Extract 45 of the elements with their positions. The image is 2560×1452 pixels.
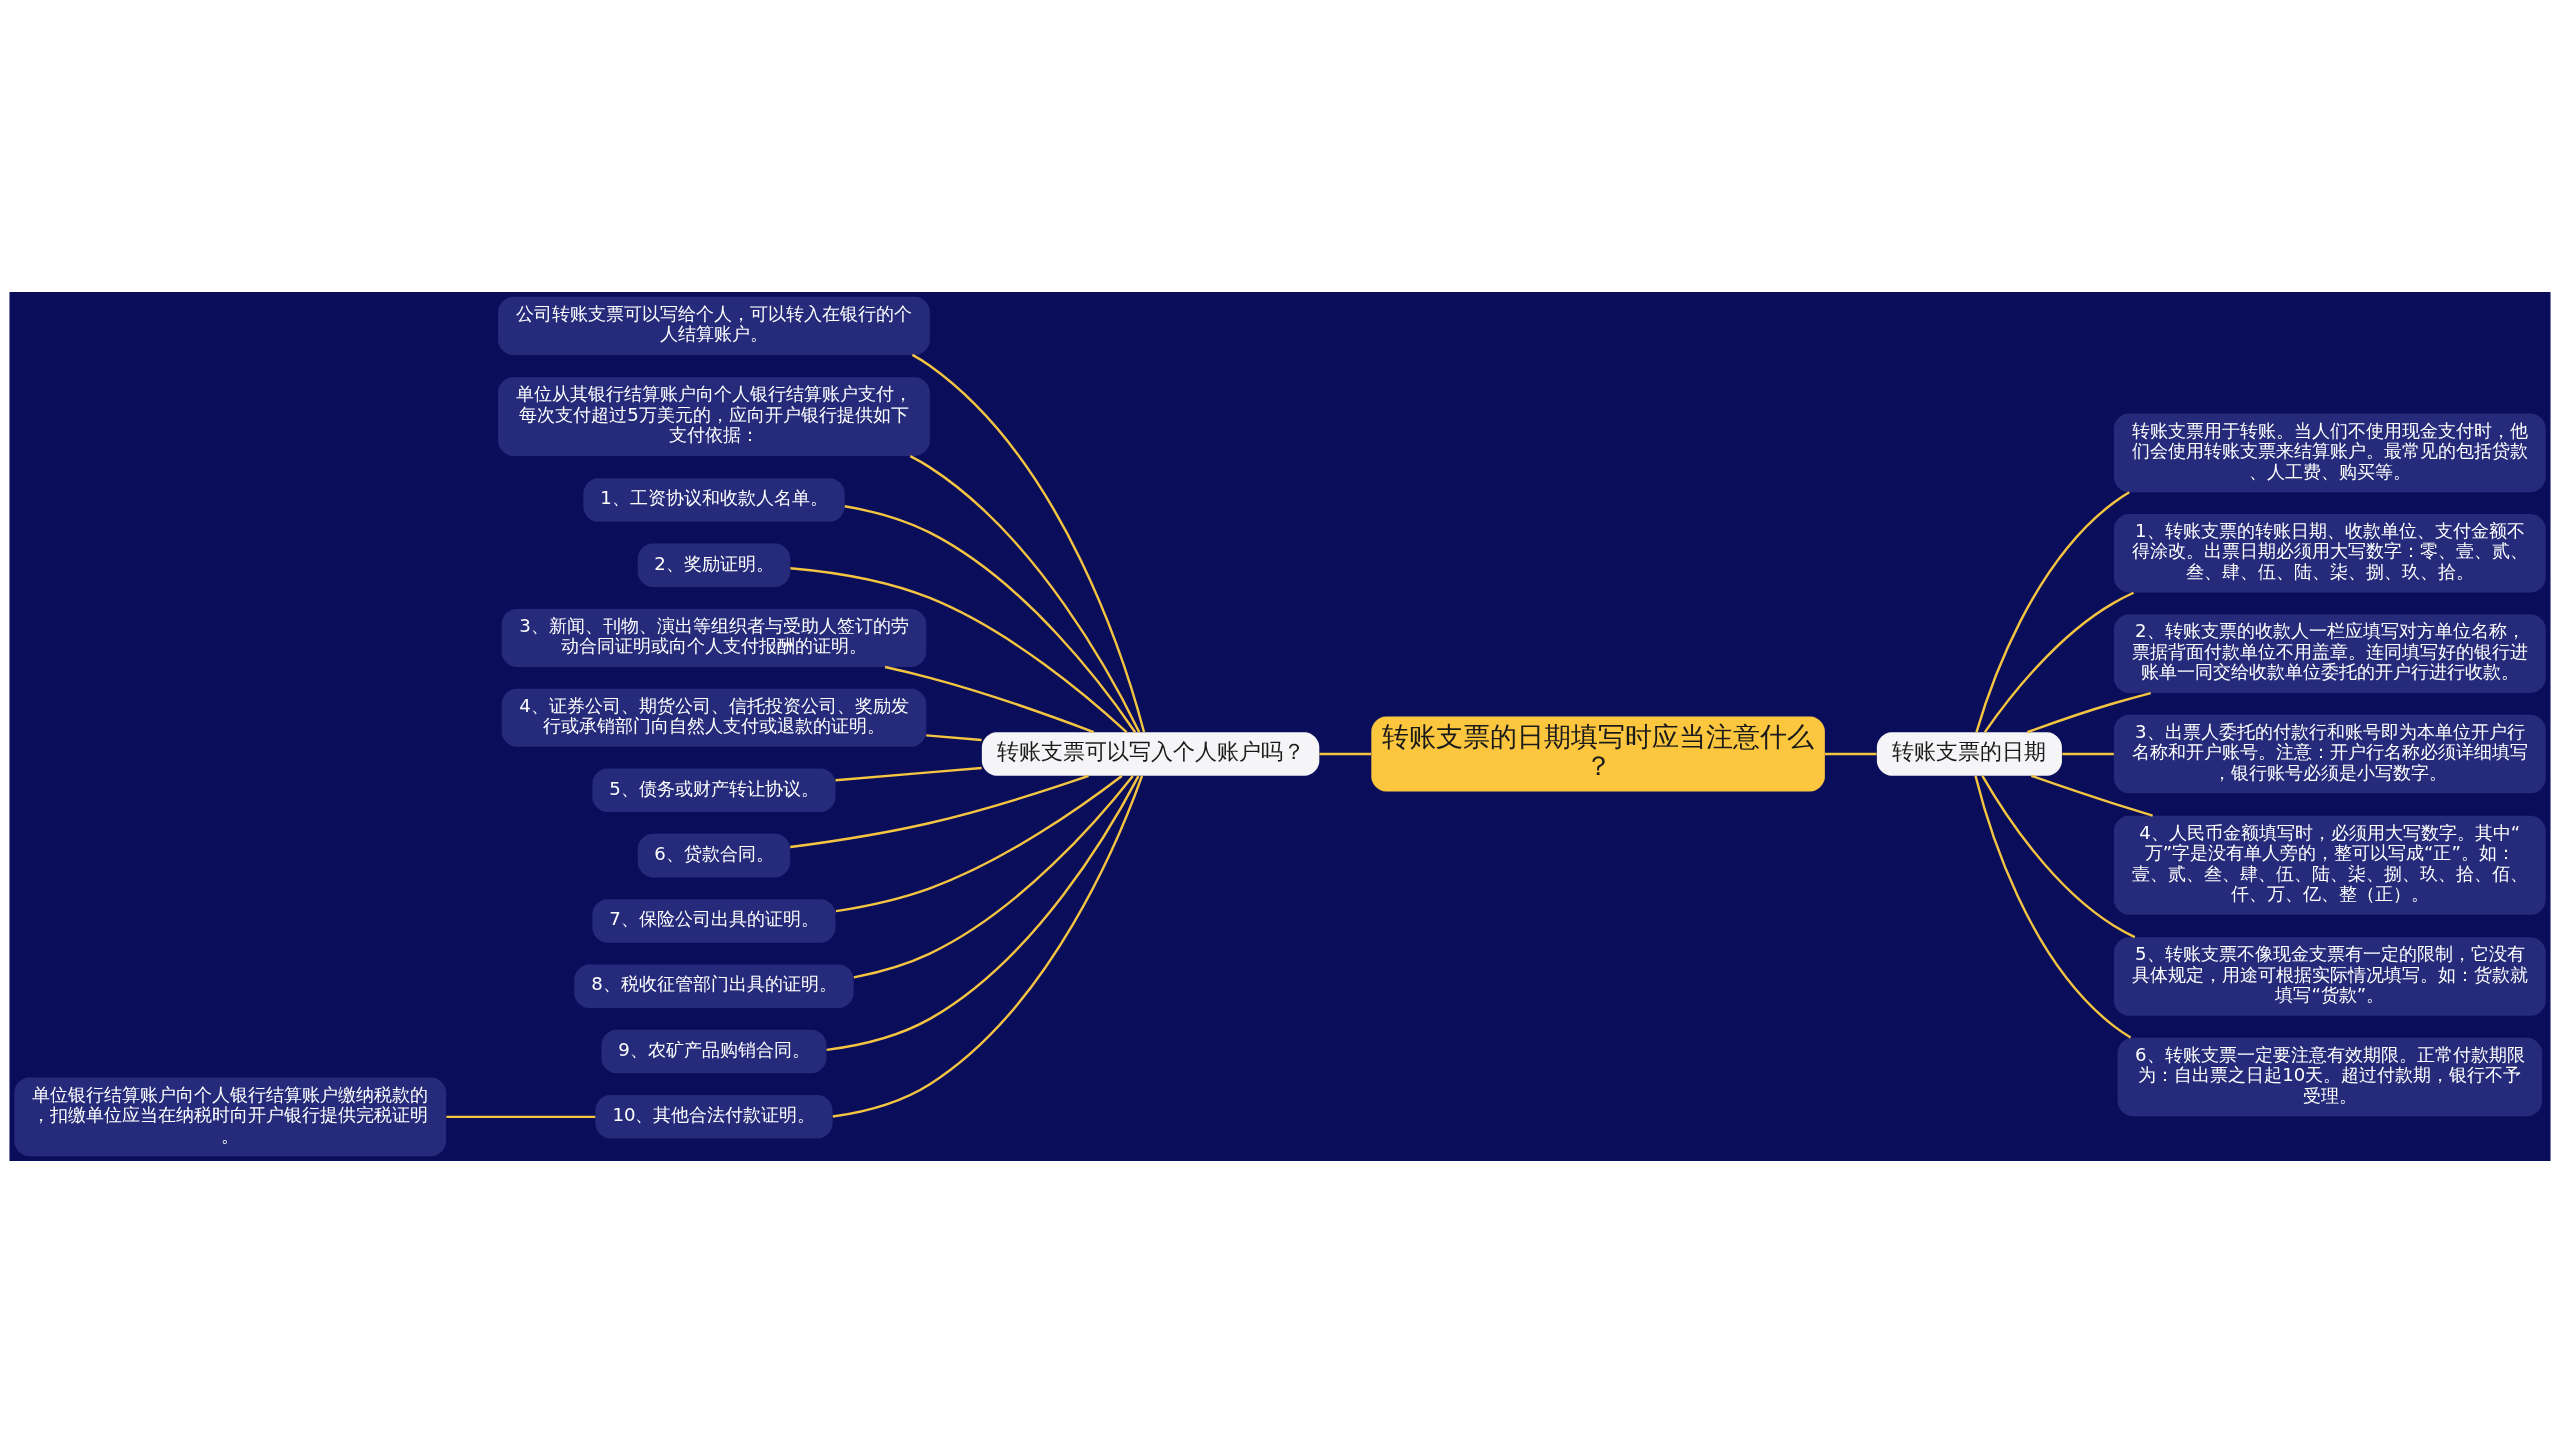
- connector: [1981, 774, 2136, 938]
- connector: [446, 1115, 596, 1118]
- connector: [853, 774, 1134, 978]
- connector: [2062, 752, 2114, 755]
- node-box: 3、新闻、刊物、演出等组织者与受助人签订的劳动合同证明或向个人支付报酬的证明。: [501, 608, 927, 667]
- connector: [790, 774, 1089, 848]
- node-box: 1、工资协议和收款人名单。: [583, 477, 845, 522]
- connector: [909, 454, 1141, 732]
- node-box: 转账支票的日期: [1876, 731, 2062, 776]
- node-box: 8、税收征管部门出具的证明。: [574, 963, 854, 1008]
- node-box: 转账支票用于转账。当人们不使用现金支付时，他们会使用转账支票来结算账户。最常见的包括贷款、人工费、购买等。: [2113, 413, 2546, 492]
- connector: [2026, 691, 2152, 733]
- node-box: 单位银行结算账户向个人银行结算账户缴纳税款的，扣缴单位应当在纳税时向开户银行提供完税证明。: [14, 1077, 447, 1156]
- connector: [835, 766, 982, 781]
- connector: [844, 504, 1137, 733]
- node-box: 10、其他合法付款证明。: [595, 1094, 833, 1139]
- connector: [826, 775, 1140, 1051]
- node-box: 7、保险公司出具的证明。: [592, 898, 836, 943]
- node-box: 9、农矿产品购销合同。: [601, 1029, 827, 1073]
- node-box: 4、人民币金额填写时，必须用大写数字。其中“万”字是没有单人旁的，整可以写成“正”。如：壹、贰、叁、肆、伍、陆、柒、捌、玖、拾、佰、仟、万、亿、整（正）。: [2113, 815, 2546, 915]
- node-box: 6、转账支票一定要注意有效期限。正常付款期限为：自出票之日起10天。超过付款期，银行不予受理。: [2117, 1037, 2543, 1116]
- node-box: 公司转账支票可以写给个人，可以转入在银行的个人结算账户。: [498, 296, 930, 355]
- connector: [832, 775, 1144, 1118]
- node-box: 2、转账支票的收款人一栏应填写对方单位名称，票据背面付款单位不用盖章。连同填写好的银行进账单一同交给收款单位委托的开户行进行收款。: [2113, 613, 2546, 693]
- connector: [1319, 752, 1371, 755]
- node-box: 5、转账支票不像现金支票有一定的限制，它没有具体规定，用途可根据实际情况填写。如：货款就填写“货款”。: [2113, 936, 2546, 1016]
- connector: [790, 566, 1128, 733]
- connector: [1975, 490, 2130, 732]
- connector: [884, 665, 1095, 733]
- connector: [1825, 752, 1877, 755]
- node-box: 2、奖励证明。: [637, 543, 791, 587]
- node-box: 1、转账支票的转账日期、收款单位、支付金额不得涂改。出票日期必须用大写数字：零、壹、贰、叁、肆、伍、陆、柒、捌、玖、拾。: [2113, 513, 2546, 593]
- node-box: 5、债务或财产转让协议。: [592, 768, 836, 812]
- node-box: 3、出票人委托的付款行和账号即为本单位开户行名称和开户账号。注意：开户行名称必须详细填写，银行账号必须是小写数字。: [2113, 714, 2546, 793]
- node-box: 转账支票可以写入个人账户吗？: [981, 731, 1320, 776]
- connector: [1983, 591, 2135, 733]
- connector: [911, 353, 1146, 732]
- node-box: 6、贷款合同。: [637, 833, 791, 877]
- connector: [1974, 775, 2132, 1039]
- connector: [835, 774, 1123, 912]
- node-box: 转账支票的日期填写时应当注意什么？: [1371, 716, 1825, 791]
- connector: [926, 733, 982, 741]
- connector: [2031, 774, 2153, 817]
- node-box: 4、证券公司、期货公司、信托投资公司、奖励发行或承销部门向自然人支付或退款的证明。: [501, 688, 927, 747]
- node-box: 单位从其银行结算账户向个人银行结算账户支付，每次支付超过5万美元的，应向开户银行提供如下支付依据：: [498, 376, 930, 456]
